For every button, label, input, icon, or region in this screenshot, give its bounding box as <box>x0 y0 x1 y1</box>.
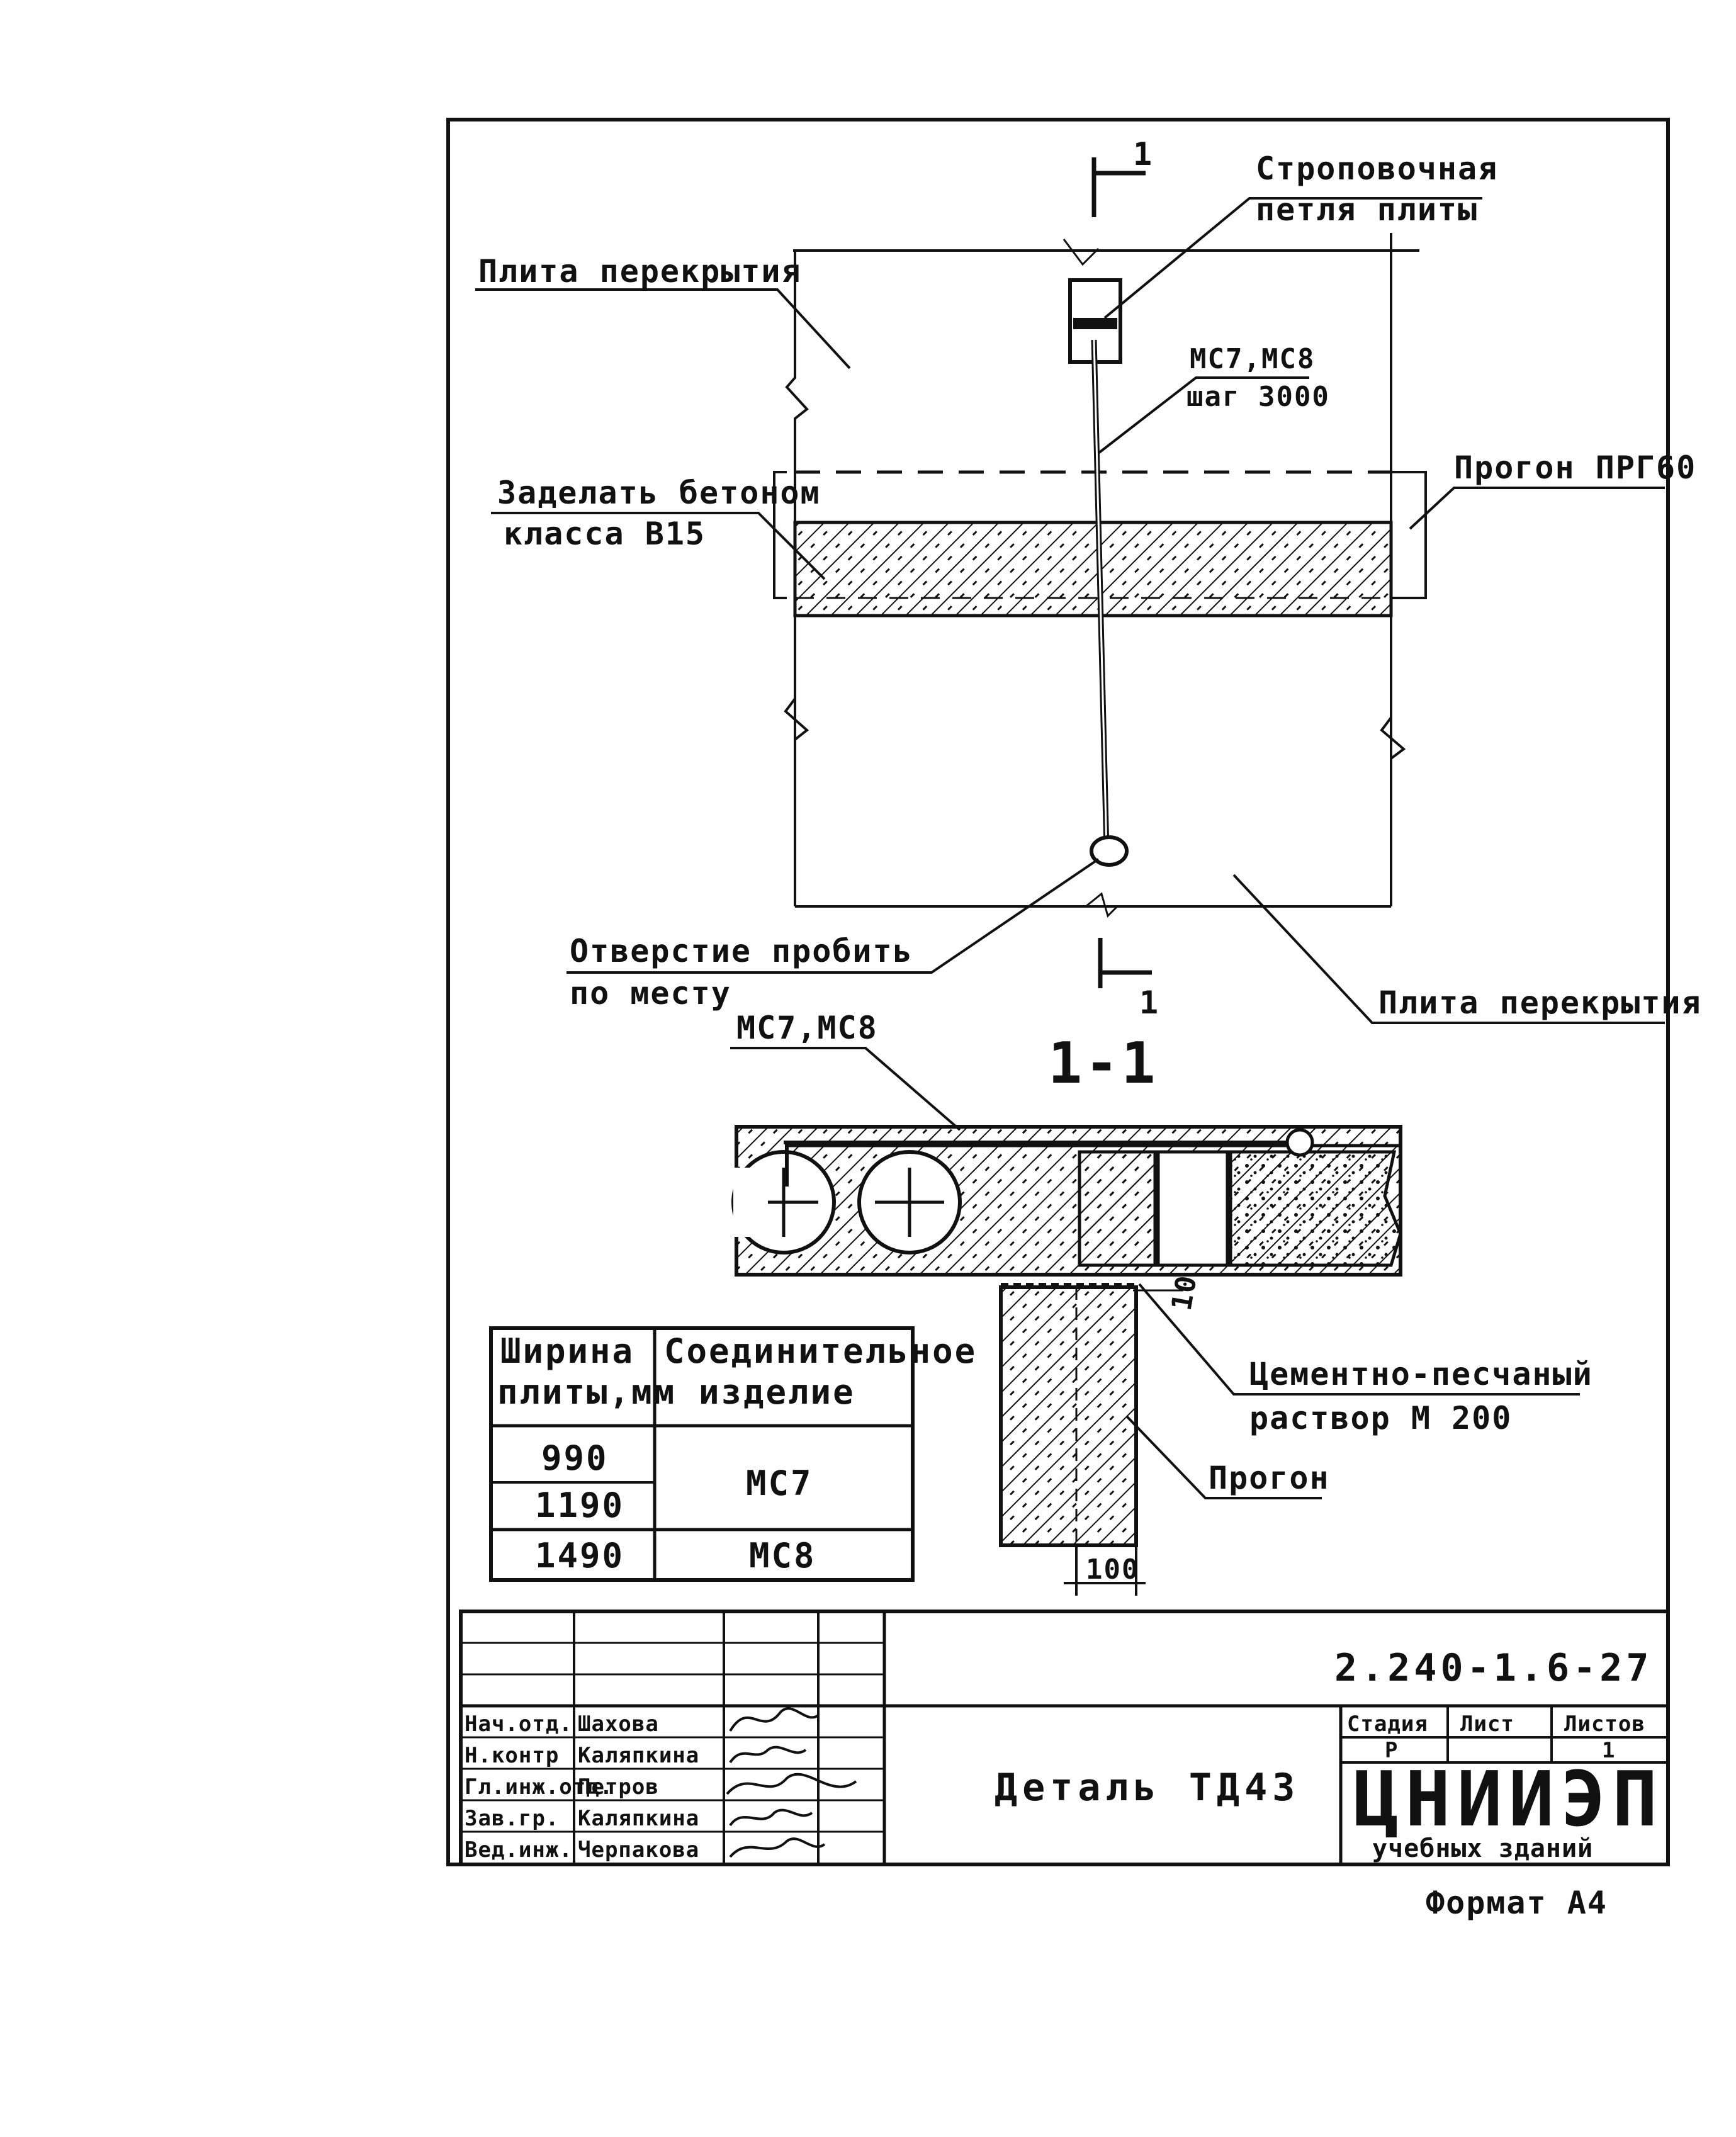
section-view: 1-1 10 100 МС7,МС8 <box>730 1010 1593 1596</box>
hole-label-2: по месту <box>570 975 731 1012</box>
connector-label-2: шаг 3000 <box>1186 381 1330 413</box>
dim-100: 100 <box>1086 1553 1139 1586</box>
purlin-section <box>999 1285 1138 1547</box>
signature-name: Петров <box>578 1774 659 1800</box>
connector-label-1: МС7,МС8 <box>1190 343 1315 375</box>
table-row-width: 990 <box>541 1438 609 1478</box>
signature-role: Нач.отд. <box>465 1711 573 1737</box>
hole-label-1: Отверстие пробить <box>570 933 913 969</box>
drawing-code: 2.240-1.6-27 <box>1334 1646 1652 1690</box>
signature-role: Зав.гр. <box>465 1806 559 1831</box>
detail-title: Деталь ТД43 <box>995 1766 1300 1810</box>
table-header-width-2: плиты,мм <box>497 1372 676 1412</box>
dim-10: 10 <box>1166 1272 1203 1313</box>
sheets-value: 1 <box>1602 1738 1615 1763</box>
purlin-top-label: Прогон ПРГ60 <box>1454 449 1696 486</box>
handwritten-signatures <box>726 1707 857 1858</box>
signature-name: Черпакова <box>578 1837 699 1863</box>
table-header-connector-1: Соединительное <box>664 1331 977 1371</box>
signature-name: Шахова <box>578 1711 659 1737</box>
lifting-loop-label-2: петля плиты <box>1256 191 1478 228</box>
table-header-width-1: Ширина <box>500 1331 634 1371</box>
table-row-width: 1490 <box>535 1536 624 1576</box>
sheet-header: Лист <box>1460 1711 1514 1737</box>
signature-role: Вед.инж. <box>465 1837 573 1863</box>
mortar-label-1: Цементно-песчаный <box>1249 1356 1593 1392</box>
purlin-section-label: Прогон <box>1209 1460 1330 1496</box>
slab-top-label: Плита перекрытия <box>478 253 802 290</box>
fill-concrete-label-2: класса В15 <box>504 516 706 552</box>
section-connector-label: МС7,МС8 <box>736 1010 878 1046</box>
table-header-connector-2: изделие <box>699 1372 855 1412</box>
format-label: Формат А4 <box>1426 1885 1608 1921</box>
dotted-fill <box>1229 1150 1402 1267</box>
stage-header: Стадия <box>1347 1711 1428 1737</box>
signature-name: Каляпкина <box>578 1743 699 1768</box>
cut-mark-bottom <box>1098 938 1152 988</box>
concrete-fill-strip <box>793 521 1393 617</box>
signature-role: Гл.инж.отд. <box>465 1774 613 1800</box>
mortar-label-2: раствор М 200 <box>1249 1400 1512 1436</box>
stage-value: Р <box>1385 1738 1398 1763</box>
signature-role: Н.контр <box>465 1743 559 1768</box>
organization-subtitle: учебных зданий <box>1372 1834 1593 1863</box>
fill-concrete-label-1: Заделать бетоном <box>497 475 821 511</box>
organization-name: ЦНИИЭП <box>1353 1756 1664 1844</box>
hole-marker <box>1090 835 1129 867</box>
slab-bottom-label: Плита перекрытия <box>1378 984 1702 1021</box>
title-block: Нач.отд. Шахова Н.контр Каляпкина Гл.инж… <box>459 1610 1670 1866</box>
plan-view: 1 1 Строповочная петля плиты Плита перек… <box>475 136 1702 1024</box>
width-connector-table: Ширина плиты,мм Соединительное изделие 9… <box>489 1326 977 1582</box>
sheets-header: Листов <box>1564 1711 1645 1737</box>
cut-mark-top <box>1091 157 1146 217</box>
cut-mark-bottom-label: 1 <box>1139 984 1159 1021</box>
section-title: 1-1 <box>1048 1030 1158 1097</box>
lifting-loop-label-1: Строповочная <box>1256 150 1498 187</box>
table-row-width: 1190 <box>535 1486 624 1525</box>
table-row-connector: МС8 <box>749 1536 816 1576</box>
cut-mark-top-label: 1 <box>1133 136 1153 172</box>
signature-name: Каляпкина <box>578 1806 699 1831</box>
table-row-connector: МС7 <box>746 1463 813 1503</box>
